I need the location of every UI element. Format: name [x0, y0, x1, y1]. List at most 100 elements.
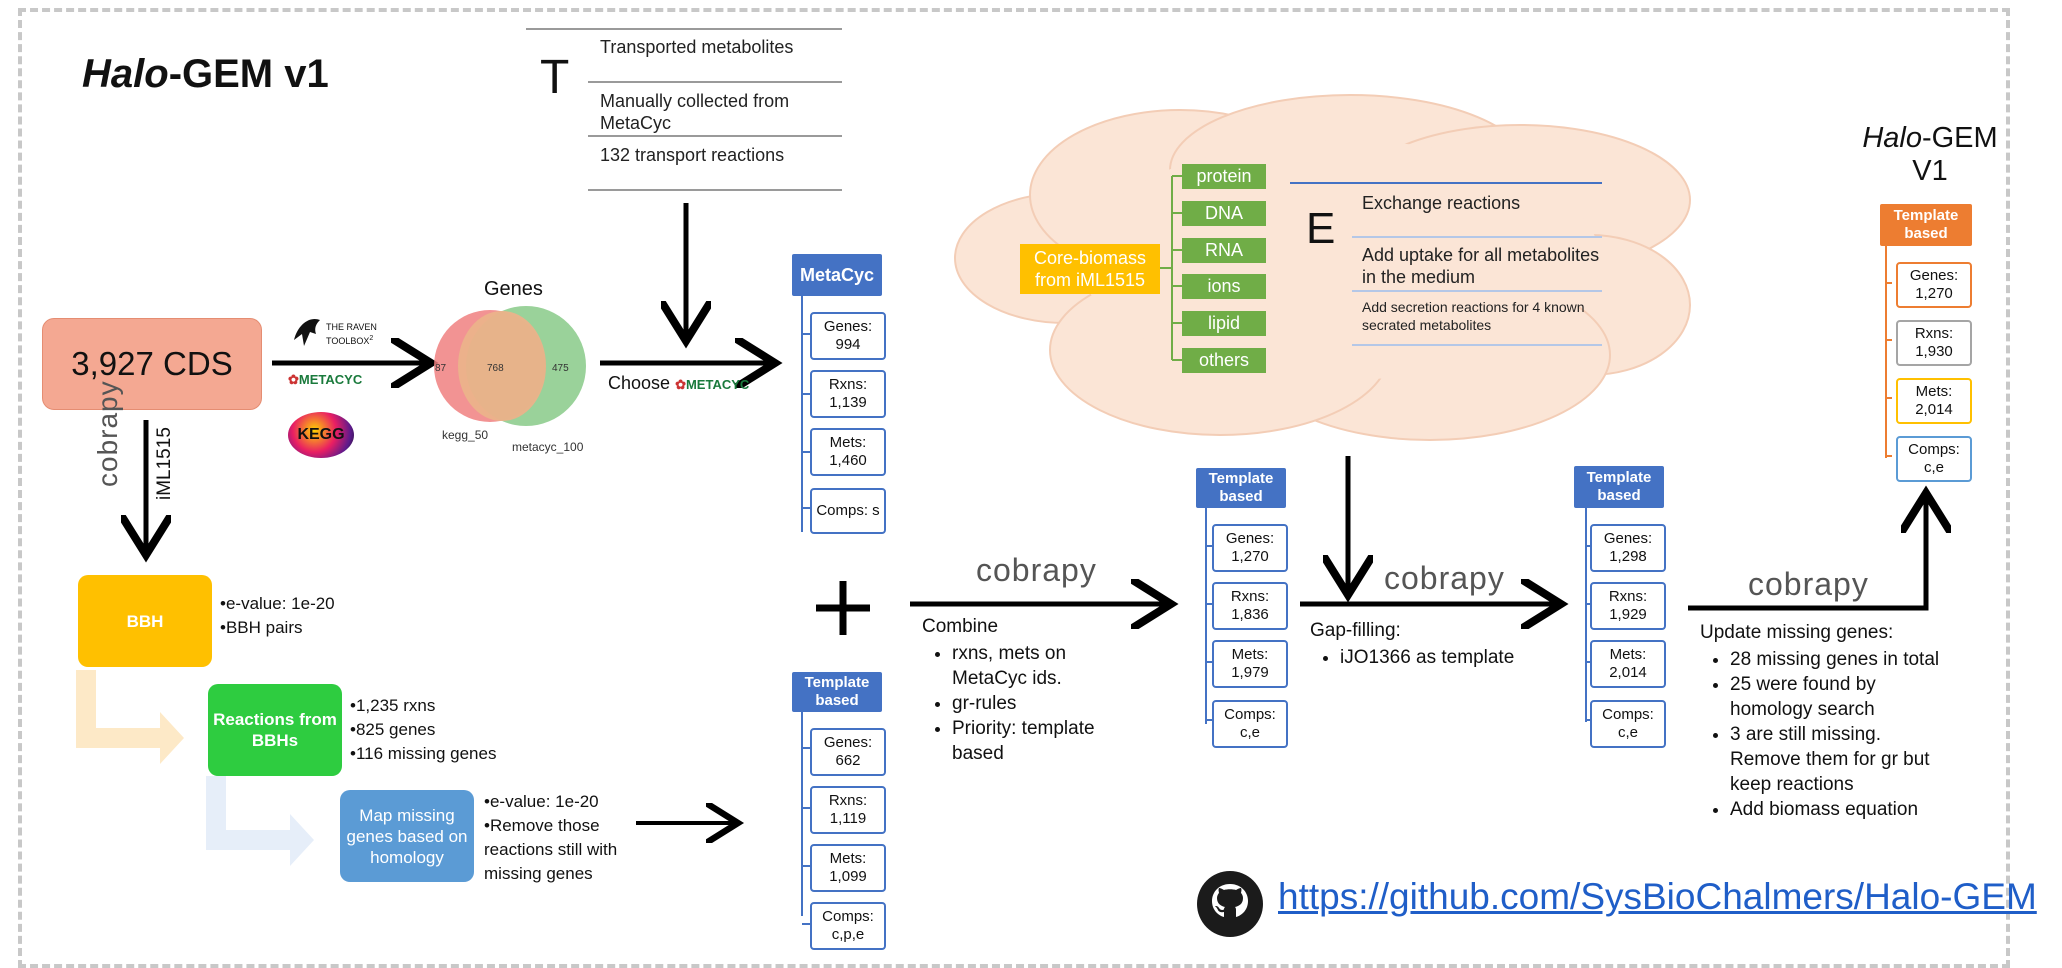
transport-row-3: 132 transport reactions	[600, 145, 785, 165]
reactions-bullets: •1,235 rxns •825 genes •116 missing gene…	[350, 694, 496, 766]
combine-item-2: gr-rules	[952, 691, 1132, 716]
metacyc-stack-head: MetaCyc	[792, 254, 882, 296]
biomass-dna: DNA	[1182, 201, 1266, 226]
template2-genes: Genes: 1,270	[1212, 524, 1288, 572]
raven-line2: TOOLBOX	[326, 336, 370, 346]
exchange-row-2: Add uptake for all metabolites in the me…	[1362, 245, 1600, 287]
metacyc-mets: Mets: 1,460	[810, 428, 886, 476]
exchange-rule-1	[1352, 236, 1602, 238]
final-genes: Genes: 1,270	[1896, 262, 1972, 308]
template3-rxns: Rxns: 1,929	[1590, 582, 1666, 630]
bbh-bullet-2: •BBH pairs	[220, 618, 303, 637]
plus-sign	[816, 581, 870, 635]
transport-letter: T	[540, 51, 570, 104]
cobrapy-logo-vertical: cobrapy	[92, 380, 123, 487]
gapfill-item-1: iJO1366 as template	[1340, 645, 1550, 670]
exchange-row-1: Exchange reactions	[1362, 193, 1521, 213]
bbh-bullet-1: •e-value: 1e-20	[220, 594, 335, 613]
venn-middle-count: 768	[487, 363, 504, 374]
metacyc-logo-choose: ✿METACYC	[675, 377, 749, 392]
transport-rule-top	[526, 28, 842, 30]
combine-title: Combine	[922, 616, 999, 637]
update-item-2: 25 were found by homology search	[1730, 672, 1940, 722]
biomass-others: others	[1182, 348, 1266, 373]
transport-rule-bottom	[588, 189, 842, 191]
template2-mets: Mets: 1,979	[1212, 640, 1288, 688]
combine-item-1: rxns, mets on MetaCyc ids.	[952, 641, 1132, 691]
final-stack-spine	[1885, 244, 1892, 458]
reactions-bullet-2: •825 genes	[350, 720, 436, 739]
update-item-1: 28 missing genes in total	[1730, 647, 1940, 672]
final-title-italic: Halo	[1862, 122, 1922, 154]
biomass-ions: ions	[1182, 274, 1266, 299]
exchange-row-3: Add secretion reactions for 4 known secr…	[1362, 299, 1585, 333]
reactions-box: Reactions from BBHs	[208, 684, 342, 776]
template3-mets: Mets: 2,014	[1590, 640, 1666, 688]
biomass-bracket	[1160, 175, 1182, 361]
venn-left-label: kegg_50	[442, 428, 489, 442]
transport-row-1: Transported metabolites	[600, 37, 794, 57]
template3-genes: Genes: 1,298	[1590, 524, 1666, 572]
cobrapy-logo-gapfill: cobrapy	[1384, 560, 1505, 596]
cobrapy-logo-update: cobrapy	[1748, 566, 1869, 602]
arrow-update-final	[1688, 498, 1926, 611]
template2-rxns: Rxns: 1,836	[1212, 582, 1288, 630]
kegg-logo: KEGG	[288, 412, 354, 458]
raven-icon	[294, 318, 320, 346]
metacyc-logo-choose-text: METACYC	[685, 377, 750, 392]
reactions-bullet-1: •1,235 rxns	[350, 696, 436, 715]
update-notes: Update missing genes: 28 missing genes i…	[1700, 620, 1940, 822]
update-title: Update missing genes:	[1700, 622, 1894, 643]
update-item-3: 3 are still missing. Remove them for gr …	[1730, 722, 1940, 797]
map-missing-box: Map missing genes based on homology	[340, 790, 474, 882]
figure-title: Halo-GEM v1	[82, 52, 329, 96]
gapfill-notes: Gap-filling: iJO1366 as template	[1310, 618, 1550, 670]
template1-genes: Genes: 662	[810, 728, 886, 776]
final-comps: Comps: c,e	[1896, 436, 1972, 482]
venn-shapes	[434, 306, 586, 426]
metacyc-logo-left-text: METACYC	[298, 372, 363, 387]
iml-label: iML1515	[154, 427, 175, 500]
cds-box: 3,927 CDS	[42, 318, 262, 410]
template3-comps: Comps: c,e	[1590, 700, 1666, 748]
pale-arrow-reactions	[206, 776, 314, 866]
transport-row-2: Manually collected from MetaCyc	[600, 91, 790, 133]
core-biomass-box: Core-biomass from iML1515	[1020, 244, 1160, 294]
venn-left-count: 87	[435, 363, 447, 374]
raven-superscript: 2	[369, 335, 374, 342]
reactions-bullet-3: •116 missing genes	[350, 744, 497, 763]
venn-overlap	[458, 311, 546, 421]
final-title: Halo-GEM V1	[1862, 122, 1998, 188]
gapfill-title: Gap-filling:	[1310, 620, 1401, 641]
combine-item-3: Priority: template based	[952, 716, 1132, 766]
pale-arrow-bbh	[76, 670, 184, 764]
metacyc-logo-choose-icon: ✿	[675, 377, 686, 392]
biomass-rna: RNA	[1182, 238, 1266, 263]
final-version: V1	[1912, 155, 1948, 187]
template1-head: Template based	[792, 672, 882, 712]
template1-mets: Mets: 1,099	[810, 844, 886, 892]
map-missing-bullet-2: •Remove those reactions still with missi…	[484, 816, 618, 883]
template1-comps: Comps: c,p,e	[810, 902, 886, 950]
cobrapy-logo-combine: cobrapy	[976, 552, 1097, 588]
final-rxns: Rxns: 1,930	[1896, 320, 1972, 366]
github-link[interactable]: https://github.com/SysBioChalmers/Halo-G…	[1278, 876, 2037, 917]
transport-rule-2	[588, 135, 842, 137]
github-icon	[1197, 871, 1263, 937]
combine-notes: Combine rxns, mets on MetaCyc ids. gr-ru…	[922, 614, 1132, 766]
metacyc-rxns: Rxns: 1,139	[810, 370, 886, 418]
bbh-box: BBH	[78, 575, 212, 667]
biomass-lipid: lipid	[1182, 311, 1266, 336]
template2-head: Template based	[1196, 468, 1286, 508]
venn-title: Genes	[484, 278, 543, 300]
exchange-rule-bottom	[1352, 344, 1602, 346]
metacyc-logo-left-icon: ✿	[288, 372, 299, 387]
map-missing-bullet-1: •e-value: 1e-20	[484, 792, 599, 811]
metacyc-genes: Genes: 994	[810, 312, 886, 360]
choose-label: Choose ✿METACYC	[608, 373, 749, 394]
metacyc-comps: Comps: s	[810, 488, 886, 534]
update-item-4: Add biomass equation	[1730, 797, 1940, 822]
final-mets: Mets: 2,014	[1896, 378, 1972, 424]
template3-head: Template based	[1574, 466, 1664, 508]
venn-right-label: metacyc_100	[512, 440, 584, 454]
